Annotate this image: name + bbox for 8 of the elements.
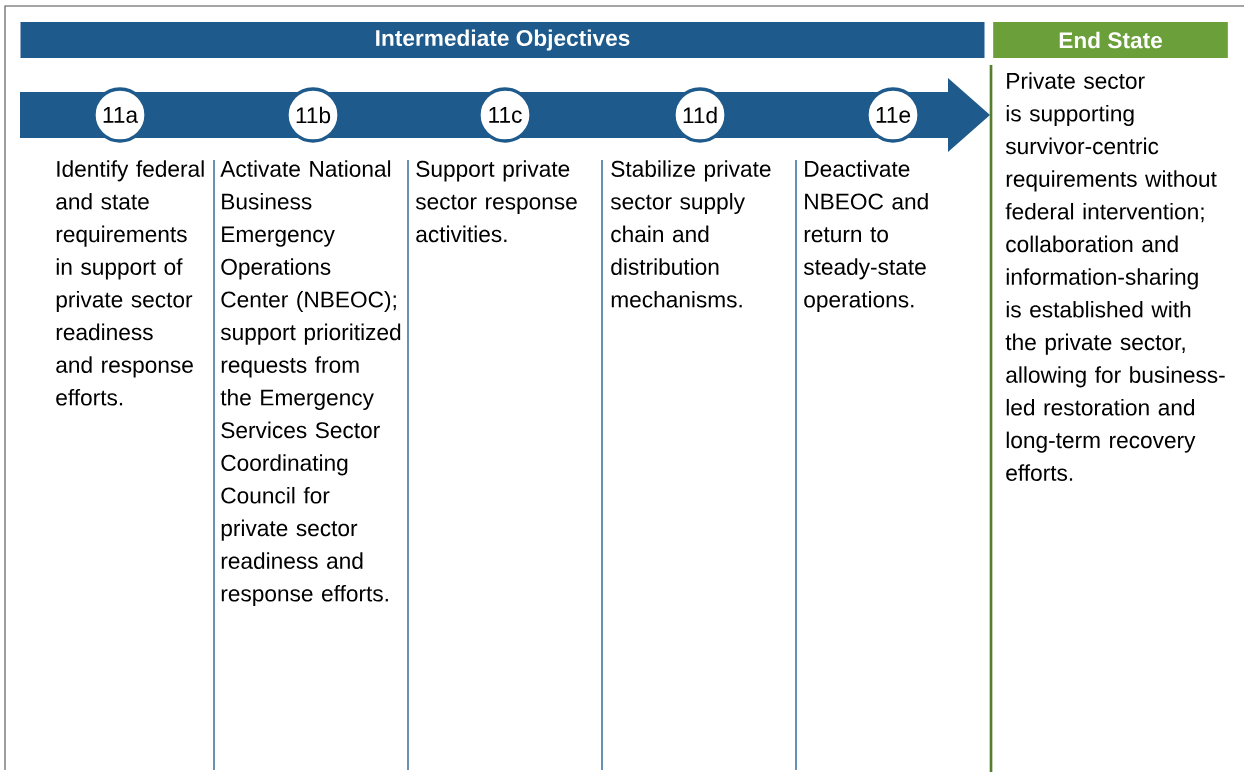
header-band: End State [993,22,1228,58]
description-text: Identify federal and state requirements in support of private sector readiness and response efforts. [56,160,204,406]
description-text: Activate National Business Emergency Operations Center (NBEOC); support prioritized requests from the Emergency Services Sector Coordinating Council for private sector readiness and response efforts. [220,160,401,607]
description-text: Support private sector response activities. [415,160,577,243]
header-band: Intermediate Objectives [20,22,985,58]
description-text: Private sector is supporting survivor-centric requirements without federal intervention; collaboration and information-sharing is established with the private sector, allowing for business-led restoration and long-term recovery efforts. [1005,72,1225,481]
description-text: Deactivate NBEOC and return to steady-state operations. [803,160,928,313]
description-text: Stabilize private sector supply chain and distribution mechanisms. [610,160,771,308]
